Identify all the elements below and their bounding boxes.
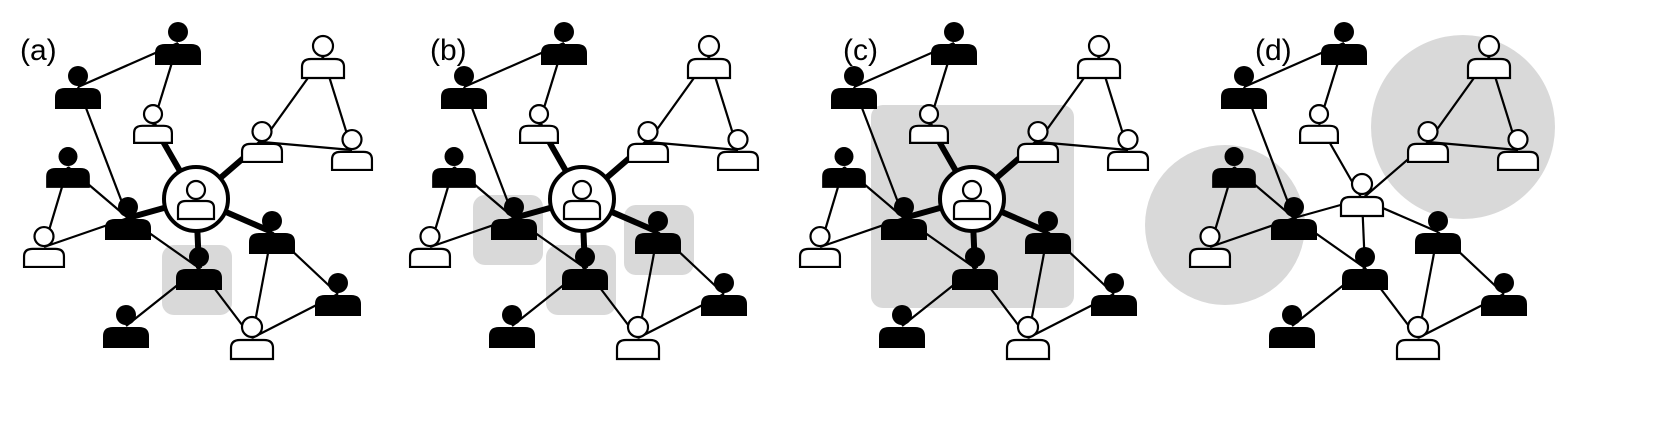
- person-filled-icon: [562, 247, 608, 290]
- panel-label-d: (d): [1255, 34, 1292, 67]
- person-outline-icon: [1016, 120, 1060, 164]
- person-filled-icon: [432, 147, 476, 188]
- person-filled-icon: [831, 66, 877, 109]
- person-filled-icon: [879, 305, 925, 348]
- person-filled-icon: [1415, 211, 1461, 254]
- person-outline-icon: [686, 34, 732, 80]
- person-filled-icon: [1321, 22, 1367, 65]
- person-filled-icon: [103, 305, 149, 348]
- person-outline-icon: [1299, 103, 1339, 144]
- person-filled-icon: [1091, 273, 1137, 316]
- person-filled-icon: [1221, 66, 1267, 109]
- person-filled-icon: [881, 197, 927, 240]
- person-filled-icon: [155, 22, 201, 65]
- person-outline-icon: [1339, 172, 1385, 218]
- person-filled-icon: [441, 66, 487, 109]
- person-outline-icon: [22, 225, 66, 269]
- person-filled-icon: [315, 273, 361, 316]
- network-panel-c: [798, 22, 1150, 361]
- panel-label-c: (c): [843, 34, 878, 67]
- person-outline-icon: [330, 128, 374, 172]
- ego-user-icon: [548, 165, 616, 233]
- person-outline-icon: [909, 103, 949, 144]
- person-outline-icon: [1496, 128, 1540, 172]
- person-filled-icon: [249, 211, 295, 254]
- person-outline-icon: [133, 103, 173, 144]
- person-filled-icon: [1212, 147, 1256, 188]
- panel-label-a: (a): [20, 34, 57, 67]
- person-outline-icon: [1395, 315, 1441, 361]
- highlight-region: [1371, 35, 1555, 219]
- person-filled-icon: [822, 147, 866, 188]
- person-outline-icon: [615, 315, 661, 361]
- person-outline-icon: [408, 225, 452, 269]
- ego-user-icon: [938, 165, 1006, 233]
- person-filled-icon: [1271, 197, 1317, 240]
- person-outline-icon: [716, 128, 760, 172]
- person-outline-icon: [1005, 315, 1051, 361]
- person-filled-icon: [635, 211, 681, 254]
- person-outline-icon: [1076, 34, 1122, 80]
- person-outline-icon: [798, 225, 842, 269]
- person-outline-icon: [1406, 120, 1450, 164]
- person-outline-icon: [1466, 34, 1512, 80]
- person-filled-icon: [1025, 211, 1071, 254]
- person-outline-icon: [1188, 225, 1232, 269]
- highlight-region: [1145, 145, 1305, 305]
- person-outline-icon: [1106, 128, 1150, 172]
- person-filled-icon: [1342, 247, 1388, 290]
- person-filled-icon: [952, 247, 998, 290]
- person-outline-icon: [229, 315, 275, 361]
- network-panel-b: [408, 22, 760, 361]
- person-filled-icon: [1269, 305, 1315, 348]
- person-filled-icon: [701, 273, 747, 316]
- person-outline-icon: [626, 120, 670, 164]
- person-filled-icon: [541, 22, 587, 65]
- person-outline-icon: [240, 120, 284, 164]
- panel-label-b: (b): [430, 34, 467, 67]
- person-filled-icon: [46, 147, 90, 188]
- person-filled-icon: [1481, 273, 1527, 316]
- person-filled-icon: [176, 247, 222, 290]
- person-outline-icon: [519, 103, 559, 144]
- person-filled-icon: [931, 22, 977, 65]
- ego-user-icon: [162, 165, 230, 233]
- person-outline-icon: [300, 34, 346, 80]
- network-panel-a: [22, 22, 374, 361]
- person-filled-icon: [491, 197, 537, 240]
- person-filled-icon: [489, 305, 535, 348]
- network-panel-d: [1145, 22, 1555, 361]
- person-filled-icon: [105, 197, 151, 240]
- person-filled-icon: [55, 66, 101, 109]
